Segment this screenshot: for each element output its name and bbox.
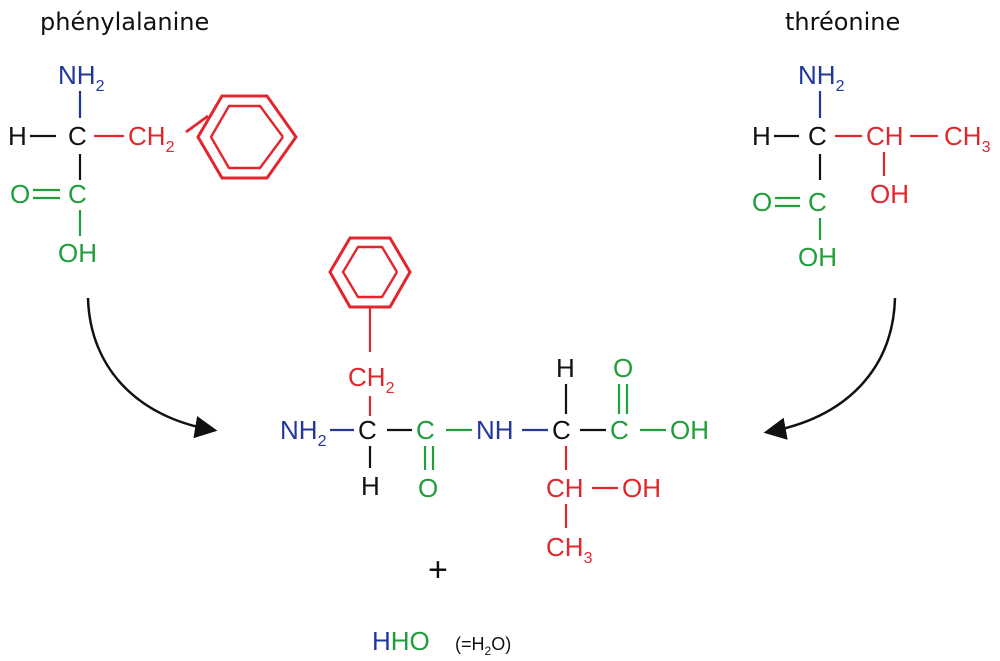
carboxyl-carbon: C bbox=[808, 187, 827, 217]
benzene-ring bbox=[196, 94, 298, 180]
plus-sign: + bbox=[428, 551, 448, 589]
benzene-ring bbox=[328, 236, 412, 309]
carboxyl-carbon: C bbox=[610, 415, 629, 445]
amine-group: NH2 bbox=[798, 60, 845, 95]
phenylalanine-label: phénylalanine bbox=[40, 8, 209, 36]
methyl-group: CH3 bbox=[944, 121, 991, 156]
carbonyl-oxygen: O bbox=[752, 187, 772, 217]
amine-group: NH2 bbox=[58, 60, 105, 95]
reaction-arrow-right bbox=[763, 297, 897, 440]
amide-nitrogen: NH bbox=[476, 415, 514, 445]
beta-carbon: CH bbox=[866, 121, 904, 151]
hydroxyl-group: OH bbox=[58, 238, 97, 268]
methyl-group: CH3 bbox=[546, 532, 593, 567]
alpha-carbon: C bbox=[68, 121, 87, 151]
methylene-group: CH2 bbox=[348, 362, 395, 397]
hydrogen-atom-2: H bbox=[556, 353, 575, 383]
peptide-oxygen: O bbox=[418, 473, 438, 503]
side-chain-hydroxyl: OH bbox=[870, 179, 909, 209]
hydrogen-atom: H bbox=[8, 121, 27, 151]
side-chain-hydroxyl: OH bbox=[622, 473, 661, 503]
beta-carbon: CH bbox=[546, 473, 584, 503]
carbonyl-oxygen: O bbox=[10, 179, 30, 209]
threonine-structure: NH2 H C CH CH3 OH O C OH bbox=[752, 60, 991, 272]
carboxyl-hydroxyl: OH bbox=[670, 415, 709, 445]
alpha-carbon: C bbox=[808, 121, 827, 151]
peptide-carbonyl-carbon: C bbox=[416, 415, 435, 445]
water-byproduct: HHO (=H2O) bbox=[372, 626, 511, 658]
water-formula: HHO bbox=[372, 626, 430, 656]
hydroxyl-group: OH bbox=[798, 242, 837, 272]
phenylalanine-structure: NH2 H C CH2 O C OH bbox=[8, 60, 298, 268]
water-note: (=H2O) bbox=[455, 634, 511, 658]
methylene-group: CH2 bbox=[128, 121, 175, 156]
reaction-arrow-left bbox=[86, 297, 218, 439]
hydrogen-atom: H bbox=[752, 121, 771, 151]
alpha-carbon-2: C bbox=[552, 415, 571, 445]
dipeptide-structure: CH2 NH2 C H C O NH C H C O OH CH OH CH3 bbox=[280, 236, 709, 567]
alpha-carbon-1: C bbox=[358, 415, 377, 445]
amine-group: NH2 bbox=[280, 415, 327, 450]
threonine-label: thréonine bbox=[785, 8, 900, 36]
carboxyl-carbon: C bbox=[68, 179, 87, 209]
bond-to-ring bbox=[185, 114, 209, 134]
hydrogen-atom-1: H bbox=[361, 471, 380, 501]
carboxyl-oxygen: O bbox=[613, 353, 633, 383]
